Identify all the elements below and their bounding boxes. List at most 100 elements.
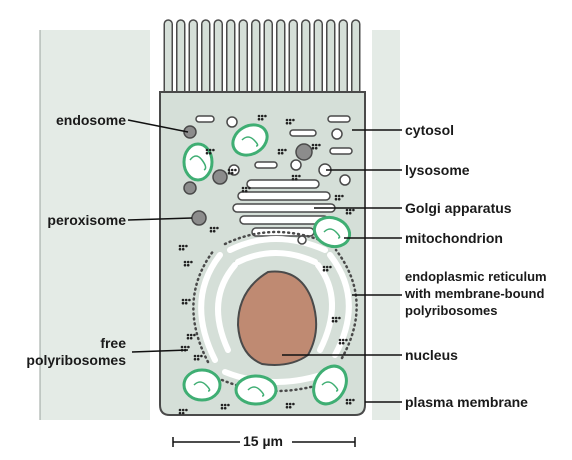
microvillus	[327, 20, 335, 100]
ribosome-dot	[289, 406, 292, 409]
ribosome-dot	[185, 299, 188, 302]
ribosome-dot	[245, 190, 248, 193]
ribosome-dot	[335, 317, 338, 320]
ribosome-dot	[227, 404, 230, 407]
ribosome-dot	[185, 409, 188, 412]
ribosome-dot	[339, 339, 342, 342]
ribosome-dot	[315, 147, 318, 150]
ribosome-dot	[338, 195, 341, 198]
ribosome-dot	[335, 320, 338, 323]
ribosome-dot	[346, 212, 349, 215]
label-golgi-apparatus: Golgi apparatus	[405, 200, 512, 217]
ribosome-dot	[284, 149, 287, 152]
ribosome-dot	[184, 346, 187, 349]
label-free-polyribosomes: free polyribosomes	[26, 335, 126, 369]
ribosome-dot	[234, 169, 237, 172]
label-plasma-membrane: plasma membrane	[405, 394, 528, 411]
ribosome-dot	[190, 334, 193, 337]
ribosome-dot	[339, 342, 342, 345]
ribosome-dot	[258, 118, 261, 121]
ribosome-dot	[286, 119, 289, 122]
ribosome-dot	[185, 245, 188, 248]
ribosome-dot	[216, 227, 219, 230]
ribosome-dot	[292, 403, 295, 406]
ribosome-dot	[286, 406, 289, 409]
ribosome-dot	[341, 195, 344, 198]
ribosome-dot	[335, 195, 338, 198]
ribosome-dot	[292, 178, 295, 181]
label-mitochondrion: mitochondrion	[405, 230, 503, 247]
ribosome-dot	[346, 402, 349, 405]
ribosome-dot	[210, 230, 213, 233]
ribosome-dot	[182, 245, 185, 248]
ribosome-dot	[349, 212, 352, 215]
ribosome-dot	[209, 149, 212, 152]
ribosome-dot	[185, 302, 188, 305]
ribosome-dot	[261, 115, 264, 118]
ribosome-dot	[179, 409, 182, 412]
ribosome-dot	[194, 355, 197, 358]
ribosome-dot	[184, 264, 187, 267]
ribosome-dot	[182, 409, 185, 412]
microvillus	[252, 20, 260, 100]
ribosome-dot	[298, 175, 301, 178]
ribosome-dot	[338, 317, 341, 320]
ribosome-dot	[245, 187, 248, 190]
ribosome-dot	[329, 266, 332, 269]
ribosome-dot	[212, 149, 215, 152]
scale-bar-label: 15 µm	[243, 433, 283, 449]
ribosome-dot	[318, 144, 321, 147]
ribosome-dot	[187, 337, 190, 340]
label-nucleus: nucleus	[405, 347, 458, 364]
microvillus	[239, 20, 247, 100]
ribosome-dot	[179, 248, 182, 251]
label-endoplasmic-reticulum: endoplasmic reticulum with membrane-boun…	[405, 268, 547, 319]
ribosome-dot	[228, 172, 231, 175]
ribosome-dot	[182, 412, 185, 415]
ribosome-dot	[342, 339, 345, 342]
ribosome-dot	[206, 149, 209, 152]
ribosome-dot	[342, 342, 345, 345]
ribosome-dot	[197, 355, 200, 358]
ribosome-dot	[352, 209, 355, 212]
ribosome-dot	[231, 169, 234, 172]
microvillus	[339, 20, 347, 100]
ribosome-dot	[187, 261, 190, 264]
label-endosome: endosome	[56, 112, 126, 129]
ribosome-dot	[181, 346, 184, 349]
microvillus	[277, 20, 285, 100]
microvillus	[214, 20, 222, 100]
label-lysosome: lysosome	[405, 162, 470, 179]
ribosome-dot	[295, 178, 298, 181]
ribosome-dot	[345, 339, 348, 342]
ribosome-dot	[190, 261, 193, 264]
ribosome-dot	[338, 198, 341, 201]
ribosome-dot	[335, 198, 338, 201]
microvillus	[227, 20, 235, 100]
ribosome-dot	[224, 404, 227, 407]
microvillus	[202, 20, 210, 100]
microvillus	[177, 20, 185, 100]
ribosome-dot	[231, 172, 234, 175]
ribosome-dot	[332, 320, 335, 323]
ribosome-dot	[200, 355, 203, 358]
ribosome-dot	[312, 144, 315, 147]
ribosome-dot	[228, 169, 231, 172]
ribosome-dot	[210, 227, 213, 230]
microvillus	[314, 20, 322, 100]
ribosome-dot	[346, 209, 349, 212]
ribosome-dot	[213, 227, 216, 230]
ribosome-dot	[326, 269, 329, 272]
ribosome-dot	[258, 115, 261, 118]
ribosome-dot	[193, 334, 196, 337]
microvilli	[164, 20, 360, 100]
ribosome-dot	[286, 403, 289, 406]
ribosome-dot	[349, 402, 352, 405]
ribosome-dot	[289, 403, 292, 406]
microvillus	[164, 20, 172, 100]
ribosome-dot	[261, 118, 264, 121]
ribosome-dot	[346, 399, 349, 402]
ribosome-dot	[323, 269, 326, 272]
ribosome-dot	[295, 175, 298, 178]
